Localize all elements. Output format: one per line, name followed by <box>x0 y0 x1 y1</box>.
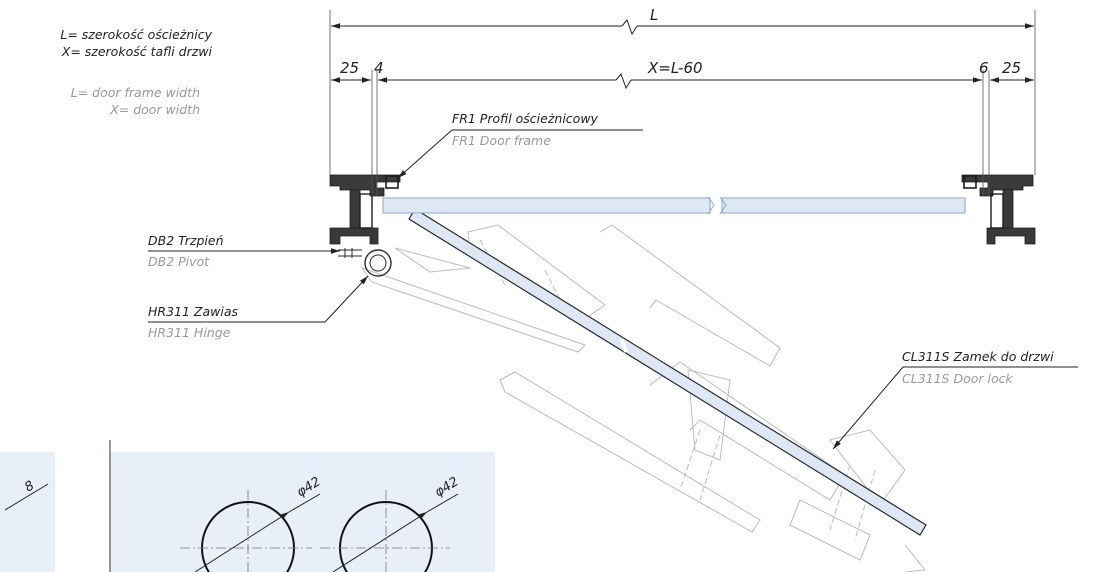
dimension-line-door <box>331 73 1034 90</box>
callout-frame-en: FR1 Door frame <box>452 133 551 148</box>
detail-panel-right <box>110 452 495 572</box>
left-door-frame-profile <box>329 174 401 245</box>
legend-x-pl: X= szerokość tafli drzwi <box>61 44 212 59</box>
right-door-frame-profile <box>961 174 1036 245</box>
dim-right-gap: 25 <box>1002 59 1021 77</box>
dim-right-small: 6 <box>979 59 989 77</box>
callout-lock-en: CL311S Door lock <box>902 371 1013 386</box>
extension-lines <box>329 10 1036 196</box>
dim-left-small: 4 <box>374 59 384 77</box>
callout-hinge-pl: HR311 Zawias <box>148 304 239 319</box>
dim-total-label: L <box>650 6 658 24</box>
callout-pivot-pl: DB2 Trzpień <box>148 233 224 248</box>
pivot-and-hinge <box>338 248 392 277</box>
dimension-line-total <box>331 19 1034 36</box>
closed-glass-door <box>382 196 966 215</box>
callout-pivot-en: DB2 Pivot <box>148 254 210 269</box>
hole-detail-circles <box>4 483 459 572</box>
leader-lines <box>148 129 1078 450</box>
legend-l-en: L= door frame width <box>70 85 200 100</box>
dim-left-gap: 25 <box>340 59 359 77</box>
dim-door-label: X=L-60 <box>647 59 703 77</box>
detail-panel-left <box>0 452 55 572</box>
legend-x-en: X= door width <box>110 102 200 117</box>
callout-hinge-en: HR311 Hinge <box>148 325 231 340</box>
callout-lock-pl: CL311S Zamek do drzwi <box>902 349 1054 364</box>
callout-frame-pl: FR1 Profil ościeżnicowy <box>452 111 598 126</box>
legend-l-pl: L= szerokość ościeżnicy <box>60 27 212 42</box>
